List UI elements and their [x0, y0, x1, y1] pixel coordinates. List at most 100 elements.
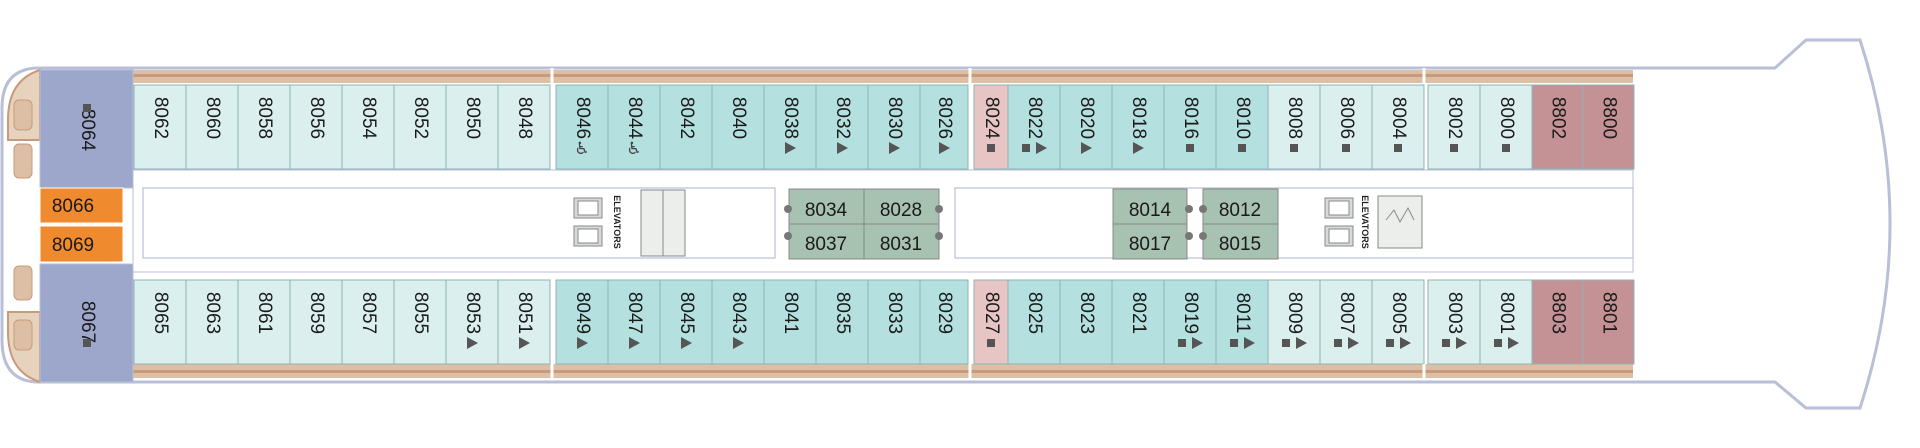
- elevators-label: ELEVATORS: [1360, 195, 1370, 249]
- cabin-number: 8002: [1444, 97, 1465, 139]
- cabin-number: 8803: [1547, 292, 1568, 334]
- cabin-number: 8025: [1024, 292, 1045, 334]
- cabin-8032[interactable]: [815, 84, 869, 170]
- middle-block-left: [784, 188, 943, 260]
- cabin-8060[interactable]: [185, 84, 239, 170]
- cabin-number: 8017: [1129, 234, 1171, 255]
- triangle-icon: [629, 337, 640, 349]
- deck-bottom-stripe: [133, 370, 1633, 373]
- square-icon: [1502, 144, 1510, 152]
- cabin-8047[interactable]: [607, 279, 661, 365]
- cabin-8003[interactable]: [1427, 279, 1481, 365]
- triangle-icon: [1296, 337, 1307, 349]
- cabin-8008[interactable]: [1267, 84, 1321, 170]
- square-icon: [83, 339, 91, 347]
- cabin-8016[interactable]: [1163, 84, 1217, 170]
- cabin-number: 8802: [1547, 97, 1568, 139]
- cabin-number: 8018: [1128, 97, 1149, 139]
- cabin-8035[interactable]: [815, 279, 869, 365]
- cabin-8021[interactable]: [1111, 279, 1165, 365]
- cabin-8801[interactable]: [1582, 279, 1635, 365]
- cabin-number: 8024: [981, 97, 1002, 140]
- triangle-icon: [785, 142, 796, 154]
- cabin-8041[interactable]: [763, 279, 817, 365]
- cabin-8033[interactable]: [867, 279, 921, 365]
- cabin-8050[interactable]: [445, 84, 499, 170]
- cabin-8052[interactable]: [393, 84, 447, 170]
- cabin-8024[interactable]: [973, 84, 1009, 170]
- triangle-icon: [467, 337, 478, 349]
- cabin-number: 8004: [1388, 97, 1409, 140]
- cabin-8004[interactable]: [1371, 84, 1425, 170]
- cabin-8002[interactable]: [1427, 84, 1481, 170]
- cabin-8802[interactable]: [1531, 84, 1584, 170]
- cabin-number: 8069: [52, 235, 94, 256]
- stairs-left: [640, 189, 686, 257]
- cabin-number: 8028: [880, 200, 922, 221]
- cabin-number: 8031: [880, 234, 922, 255]
- cabin-8007[interactable]: [1319, 279, 1373, 365]
- triangle-icon: [577, 337, 588, 349]
- cabin-number: 8034: [805, 200, 848, 221]
- cabin-8000[interactable]: [1479, 84, 1533, 170]
- triangle-icon: [837, 142, 848, 154]
- cabin-number: 8054: [358, 97, 379, 140]
- square-icon: [83, 104, 91, 112]
- cabin-8010[interactable]: [1215, 84, 1269, 170]
- cabin-8054[interactable]: [341, 84, 395, 170]
- square-icon: [1022, 144, 1030, 152]
- cabin-8040[interactable]: [711, 84, 765, 170]
- cabin-8043[interactable]: [711, 279, 765, 365]
- cabin-8048[interactable]: [497, 84, 551, 170]
- cabin-8022[interactable]: [1007, 84, 1061, 170]
- cabin-8049[interactable]: [555, 279, 609, 365]
- cabin-number: 8029: [934, 292, 955, 334]
- cabin-number: 8060: [202, 97, 223, 139]
- cabin-number: 8053: [462, 292, 483, 334]
- cabin-8045[interactable]: [659, 279, 713, 365]
- cabin-number: 8003: [1444, 292, 1465, 334]
- cabin-8046[interactable]: [555, 84, 609, 170]
- cabin-8020[interactable]: [1059, 84, 1113, 170]
- cabin-8065[interactable]: [133, 279, 187, 365]
- cabin-8011[interactable]: [1215, 279, 1269, 365]
- cabin-8056[interactable]: [289, 84, 343, 170]
- deck-dividers: [550, 68, 1426, 380]
- cabin-8803[interactable]: [1531, 279, 1584, 365]
- cabin-number: 8019: [1180, 292, 1201, 334]
- cabin-8029[interactable]: [919, 279, 969, 365]
- cabin-number: 8009: [1284, 292, 1305, 334]
- cabin-8001[interactable]: [1479, 279, 1533, 365]
- square-icon: [1450, 144, 1458, 152]
- cabin-number: 8800: [1598, 97, 1619, 139]
- deck-top-stripe: [133, 74, 1633, 77]
- cabin-number: 8014: [1129, 200, 1172, 221]
- cabin-number: 8030: [884, 97, 905, 139]
- triangle-icon: [1036, 142, 1047, 154]
- cabin-8006[interactable]: [1319, 84, 1373, 170]
- triangle-icon: [1081, 142, 1092, 154]
- square-icon: [1342, 144, 1350, 152]
- cabin-number: 8026: [934, 97, 955, 139]
- cabin-8026[interactable]: [919, 84, 969, 170]
- orange-cabin: [39, 187, 124, 224]
- cabin-8019[interactable]: [1163, 279, 1217, 365]
- cabin-8009[interactable]: [1267, 279, 1321, 365]
- cabin-number: 8027: [981, 292, 1002, 334]
- wheelchair-icon: ♿: [626, 139, 641, 159]
- cabin-number: 8051: [514, 292, 535, 334]
- cabin-number: 8015: [1219, 234, 1261, 255]
- cabin-number: 8043: [728, 292, 749, 334]
- cabin-8038[interactable]: [763, 84, 817, 170]
- triangle-icon: [1133, 142, 1144, 154]
- cabin-8027[interactable]: [973, 279, 1009, 365]
- cabin-8800[interactable]: [1582, 84, 1635, 170]
- cabin-8051[interactable]: [497, 279, 551, 365]
- cabin-8044[interactable]: [607, 84, 661, 170]
- cabin-8030[interactable]: [867, 84, 921, 170]
- cabin-8005[interactable]: [1371, 279, 1425, 365]
- cabin-number: 8062: [150, 97, 171, 139]
- cabin-8023[interactable]: [1059, 279, 1113, 365]
